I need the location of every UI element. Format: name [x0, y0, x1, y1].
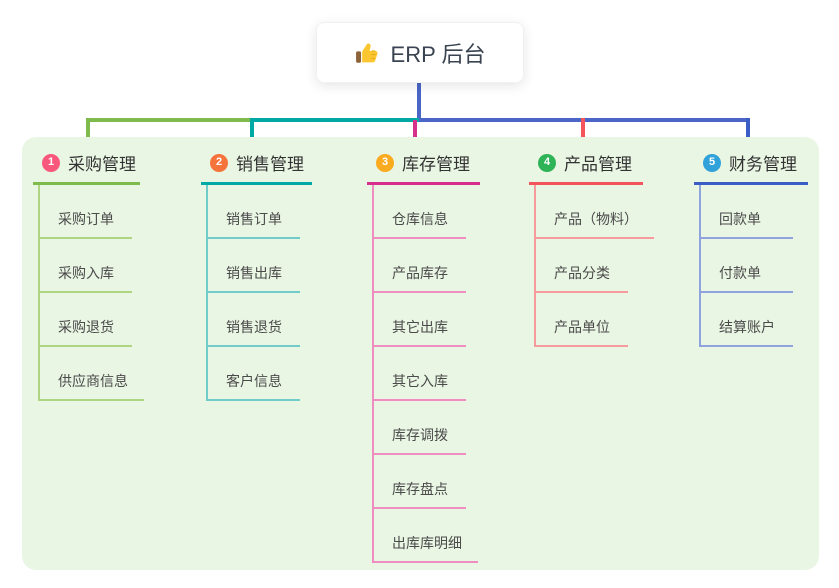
node-item[interactable]: 产品单位	[536, 293, 628, 347]
connector-horizontal-green	[86, 118, 252, 122]
branch-children: 产品（物料） 产品分类 产品单位	[534, 185, 654, 347]
node-item[interactable]: 供应商信息	[40, 347, 144, 401]
connector-drop-branch2	[250, 118, 254, 150]
node-item[interactable]: 付款单	[701, 239, 793, 293]
branch-children: 仓库信息 产品库存 其它出库 其它入库 库存调拨 库存盘点 出库库明细	[372, 185, 478, 563]
branch-children: 销售订单 销售出库 销售退货 客户信息	[206, 185, 300, 401]
node-item[interactable]: 销售出库	[208, 239, 300, 293]
branch-label: 财务管理	[729, 155, 797, 174]
branch-finance: 5 财务管理 回款单 付款单 结算账户	[694, 146, 808, 347]
node-item[interactable]: 其它出库	[374, 293, 466, 347]
node-item[interactable]: 其它入库	[374, 347, 466, 401]
branch-children: 采购订单 采购入库 采购退货 供应商信息	[38, 185, 144, 401]
branch-title-purchase[interactable]: 1 采购管理	[33, 146, 140, 185]
connector-drop-branch1	[86, 118, 90, 150]
branch-product: 4 产品管理 产品（物料） 产品分类 产品单位	[529, 146, 654, 347]
branch-sales: 2 销售管理 销售订单 销售出库 销售退货 客户信息	[201, 146, 312, 401]
node-item[interactable]: 销售退货	[208, 293, 300, 347]
branch-label: 销售管理	[236, 155, 304, 174]
connector-drop-branch3	[413, 120, 417, 152]
node-item[interactable]: 出库库明细	[374, 509, 478, 563]
branch-inventory: 3 库存管理 仓库信息 产品库存 其它出库 其它入库 库存调拨 库存盘点 出库库…	[367, 146, 480, 563]
branch-number-badge: 4	[538, 153, 556, 172]
node-item[interactable]: 回款单	[701, 185, 793, 239]
node-item[interactable]: 仓库信息	[374, 185, 466, 239]
node-item[interactable]: 销售订单	[208, 185, 300, 239]
node-item[interactable]: 结算账户	[701, 293, 793, 347]
branch-title-sales[interactable]: 2 销售管理	[201, 146, 312, 185]
node-item[interactable]: 产品（物料）	[536, 185, 654, 239]
node-item[interactable]: 客户信息	[208, 347, 300, 401]
branch-label: 库存管理	[402, 155, 470, 174]
root-title: ERP 后台	[390, 41, 486, 67]
branch-number-badge: 3	[376, 153, 394, 172]
node-item[interactable]: 库存调拨	[374, 401, 466, 455]
branch-title-inventory[interactable]: 3 库存管理	[367, 146, 480, 185]
branch-purchase: 1 采购管理 采购订单 采购入库 采购退货 供应商信息	[33, 146, 144, 401]
branch-label: 产品管理	[564, 155, 632, 174]
node-item[interactable]: 采购入库	[40, 239, 132, 293]
connector-drop-branch5	[746, 118, 750, 150]
branch-title-finance[interactable]: 5 财务管理	[694, 146, 808, 185]
node-item[interactable]: 采购退货	[40, 293, 132, 347]
branch-children: 回款单 付款单 结算账户	[699, 185, 793, 347]
branch-title-product[interactable]: 4 产品管理	[529, 146, 643, 185]
branches-panel	[22, 137, 819, 570]
connector-horizontal-teal	[252, 118, 419, 122]
thumbs-up-icon	[355, 42, 378, 63]
branch-number-badge: 1	[42, 153, 60, 172]
connector-drop-branch4	[581, 118, 585, 150]
node-item[interactable]: 产品分类	[536, 239, 628, 293]
branch-label: 采购管理	[68, 155, 136, 174]
node-item[interactable]: 库存盘点	[374, 455, 466, 509]
branch-number-badge: 2	[210, 153, 228, 172]
node-item[interactable]: 产品库存	[374, 239, 466, 293]
root-node[interactable]: ERP 后台	[316, 22, 524, 83]
node-item[interactable]: 采购订单	[40, 185, 132, 239]
branch-number-badge: 5	[703, 153, 721, 172]
connector-root-vertical	[417, 83, 421, 120]
